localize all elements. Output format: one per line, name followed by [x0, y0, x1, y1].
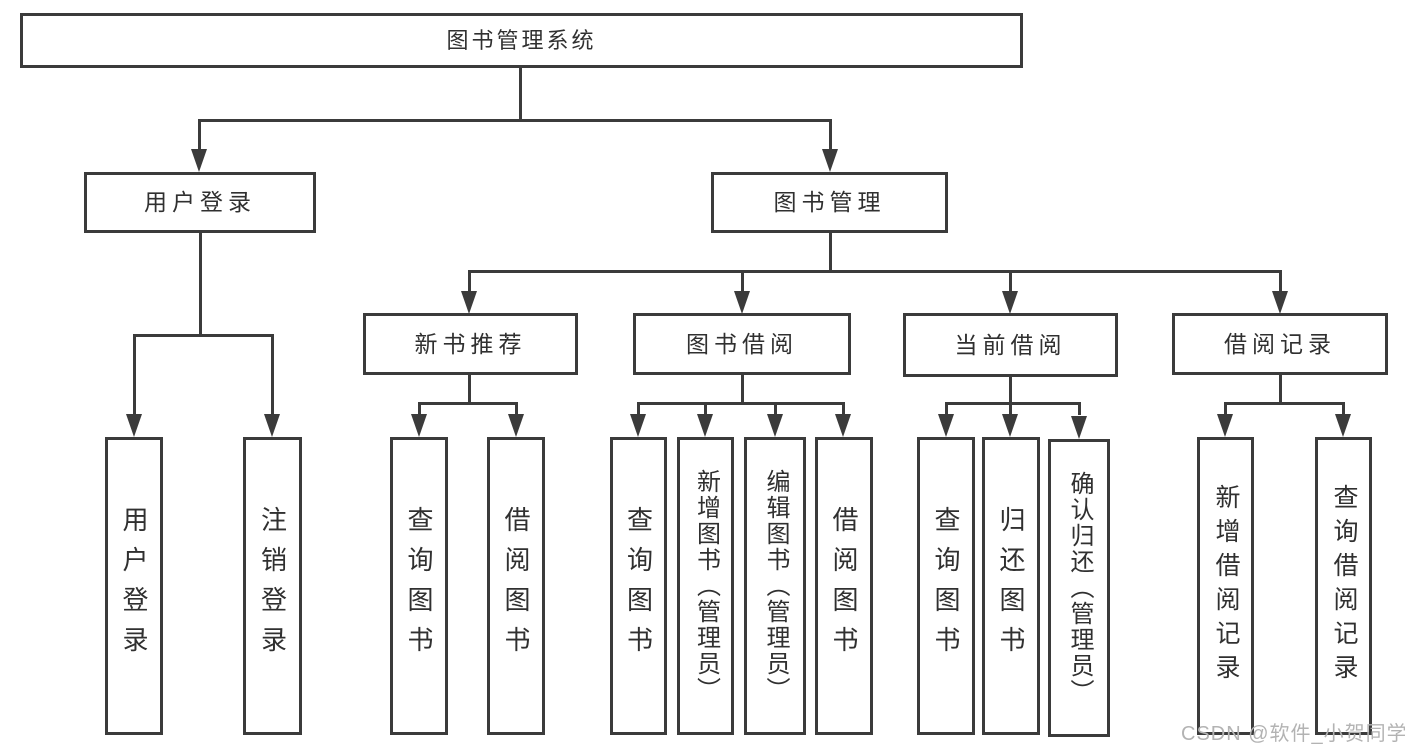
connector-line: [1279, 375, 1282, 405]
leaf-add-book-admin: 新增图书（管理员）: [677, 437, 734, 735]
leaf-return-book: 归还图书: [982, 437, 1040, 735]
node-label: 注销登录: [257, 506, 288, 666]
node-label: 查询图书: [404, 506, 434, 666]
leaf-confirm-return-admin: 确认归还（管理员）: [1048, 439, 1110, 737]
node-label: 新增图书（管理员）: [692, 469, 720, 703]
node-user-login: 用户登录: [84, 172, 316, 233]
leaf-query-book-current: 查询图书: [917, 437, 975, 735]
node-label: 新书推荐: [414, 330, 527, 357]
node-label: 借阅图书: [501, 506, 531, 666]
leaf-add-borrow-record: 新增借阅记录: [1197, 437, 1254, 735]
arrowhead-down-icon: [1002, 414, 1018, 437]
node-label: 查询图书: [623, 506, 654, 666]
arrowhead-down-icon: [697, 414, 713, 437]
leaf-query-borrow-record: 查询借阅记录: [1315, 437, 1372, 735]
node-label: 图书借阅: [686, 330, 798, 357]
node-book-management: 图书管理: [711, 172, 948, 233]
connector-line: [198, 119, 201, 150]
connector-line: [271, 334, 274, 415]
node-label: 新增借阅记录: [1212, 484, 1240, 688]
arrowhead-down-icon: [835, 414, 851, 437]
connector-line: [418, 402, 421, 415]
node-label: 归还图书: [996, 506, 1026, 666]
connector-line: [637, 402, 845, 405]
arrowhead-down-icon: [734, 291, 750, 314]
connector-line: [468, 270, 471, 292]
arrowhead-down-icon: [461, 291, 477, 314]
node-new-book-recommend: 新书推荐: [363, 313, 578, 375]
connector-line: [133, 334, 274, 337]
node-label: 用户登录: [119, 506, 149, 666]
connector-line: [704, 402, 707, 415]
arrowhead-down-icon: [1071, 416, 1087, 439]
arrowhead-down-icon: [1002, 291, 1018, 314]
connector-line: [842, 402, 845, 415]
arrowhead-down-icon: [126, 414, 142, 437]
node-label: 确认归还（管理员）: [1066, 471, 1093, 705]
leaf-borrow-book-borrowing: 借阅图书: [815, 437, 873, 735]
connector-line: [468, 270, 1282, 273]
connector-line: [741, 270, 744, 292]
leaf-user-login: 用户登录: [105, 437, 163, 735]
connector-line: [133, 334, 136, 415]
arrowhead-down-icon: [938, 414, 954, 437]
arrowhead-down-icon: [767, 414, 783, 437]
node-current-borrowing: 当前借阅: [903, 313, 1118, 377]
connector-line: [1224, 402, 1345, 405]
leaf-query-book-recommend: 查询图书: [390, 437, 448, 735]
node-label: 图书管理: [773, 189, 886, 215]
connector-line: [515, 402, 518, 415]
connector-line: [774, 402, 777, 415]
node-root-system: 图书管理系统: [20, 13, 1023, 68]
node-label: 用户登录: [144, 189, 256, 215]
connector-line: [741, 375, 744, 405]
connector-line: [199, 233, 202, 337]
arrowhead-down-icon: [191, 149, 207, 172]
connector-line: [418, 402, 518, 405]
node-label: 查询图书: [931, 506, 961, 666]
connector-line: [519, 68, 522, 121]
csdn-watermark: CSDN @软件_小贺同学: [1181, 723, 1405, 745]
node-label: 借阅记录: [1224, 330, 1336, 357]
arrowhead-down-icon: [411, 414, 427, 437]
node-label: 查询借阅记录: [1330, 484, 1358, 688]
arrowhead-down-icon: [1272, 291, 1288, 314]
connector-line: [637, 402, 640, 415]
node-book-borrowing: 图书借阅: [633, 313, 851, 375]
connector-line: [1279, 270, 1282, 292]
arrowhead-down-icon: [1335, 414, 1351, 437]
node-borrow-records: 借阅记录: [1172, 313, 1388, 375]
leaf-edit-book-admin: 编辑图书（管理员）: [744, 437, 806, 735]
node-label: 当前借阅: [954, 331, 1067, 358]
connector-line: [1009, 402, 1012, 415]
arrowhead-down-icon: [508, 414, 524, 437]
connector-line: [1078, 402, 1081, 415]
connector-line: [829, 119, 832, 150]
leaf-logout: 注销登录: [243, 437, 302, 735]
connector-line: [1224, 402, 1227, 415]
connector-line: [945, 402, 948, 415]
connector-line: [1009, 377, 1012, 405]
connector-line: [198, 119, 831, 122]
node-label: 图书管理系统: [446, 27, 597, 53]
connector-line: [829, 233, 832, 273]
connector-line: [1342, 402, 1345, 415]
connector-line: [468, 375, 471, 405]
arrowhead-down-icon: [264, 414, 280, 437]
connector-line: [945, 402, 1081, 405]
node-label: 借阅图书: [829, 506, 859, 666]
arrowhead-down-icon: [1217, 414, 1233, 437]
leaf-query-book-borrowing: 查询图书: [610, 437, 667, 735]
leaf-borrow-book-recommend: 借阅图书: [487, 437, 545, 735]
node-label: 编辑图书（管理员）: [762, 469, 789, 703]
arrowhead-down-icon: [630, 414, 646, 437]
connector-line: [1009, 270, 1012, 292]
arrowhead-down-icon: [822, 149, 838, 172]
